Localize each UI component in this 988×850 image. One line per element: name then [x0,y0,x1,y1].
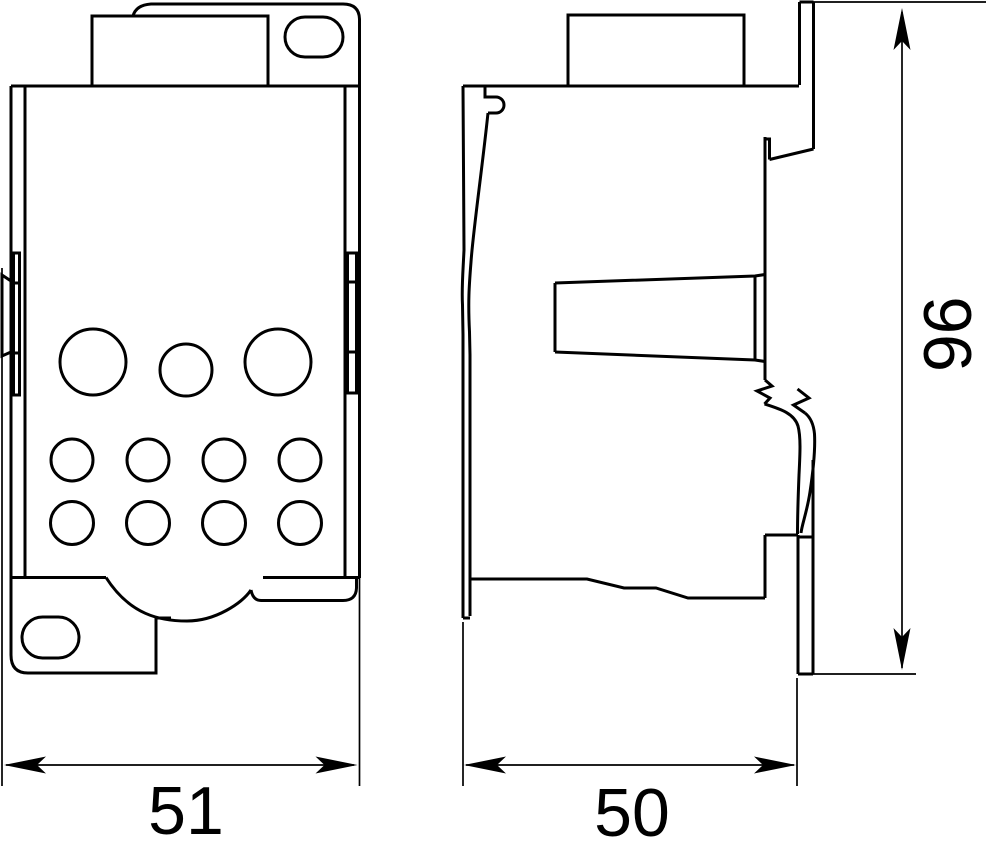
din-plate-fold [769,147,814,161]
terminal-hole-small [125,437,171,483]
dim-50-arrowhead-left [464,756,506,774]
front-mounting-slot-top [283,15,345,59]
spring-clip-outer-barb [790,387,812,415]
side-left-outer-wall [460,85,466,618]
front-body-bottom-arc [104,576,253,623]
spring-clip [753,378,817,598]
din-rail-plate [769,0,815,676]
front-bottom-right-strip [249,578,358,602]
front-right-rail-strip [346,251,358,395]
front-left-rail-strip [12,251,21,397]
side-left-inner-wall [467,112,490,616]
dim-51-label: 51 [148,773,224,849]
side-right-fin [765,137,771,160]
terminal-hole-small [277,437,323,483]
spring-clip-outer-arm [799,411,817,534]
front-mounting-tab-top [131,2,361,86]
side-bottom-edge [470,577,765,600]
dim-51-arrowhead-left [4,756,46,774]
front-mounting-slot-bottom [20,615,81,660]
front-terminal-holes-bottom-row [49,500,323,546]
dim-96-arrowhead-bottom [893,628,911,670]
terminal-hole-small [201,437,247,483]
dim-96-label: 96 [909,296,985,372]
terminal-hole-small [201,500,247,546]
front-body-left-outer-wall [9,86,171,675]
front-terminal-holes-top-row [58,327,313,398]
terminal-hole-large [243,327,313,397]
terminal-hole-small [49,437,95,483]
dimension-50: 50 [462,622,798,850]
dim-51-arrowhead-right [315,756,358,774]
front-top-cover [90,14,270,86]
dimension-96: 96 [813,1,986,675]
dim-50-arrowhead-right [754,756,796,774]
side-view [460,0,817,676]
terminal-hole-small [49,500,95,546]
dim-50-label: 50 [594,775,670,850]
front-terminal-holes-middle-row [49,437,323,483]
side-clamp-wedge [553,273,766,363]
terminal-hole-large [58,327,128,397]
terminal-hole-small [125,500,171,546]
terminal-hole-medium [158,342,214,398]
spring-clip-inner-barb [753,378,775,406]
dim-96-arrowhead-top [893,8,911,50]
front-view [0,2,361,675]
dimension-51: 51 [1,268,361,849]
spring-clip-inner-arm [764,402,802,535]
terminal-hole-small [277,500,323,546]
side-top-cover [566,13,746,86]
side-left-hook [483,86,506,115]
